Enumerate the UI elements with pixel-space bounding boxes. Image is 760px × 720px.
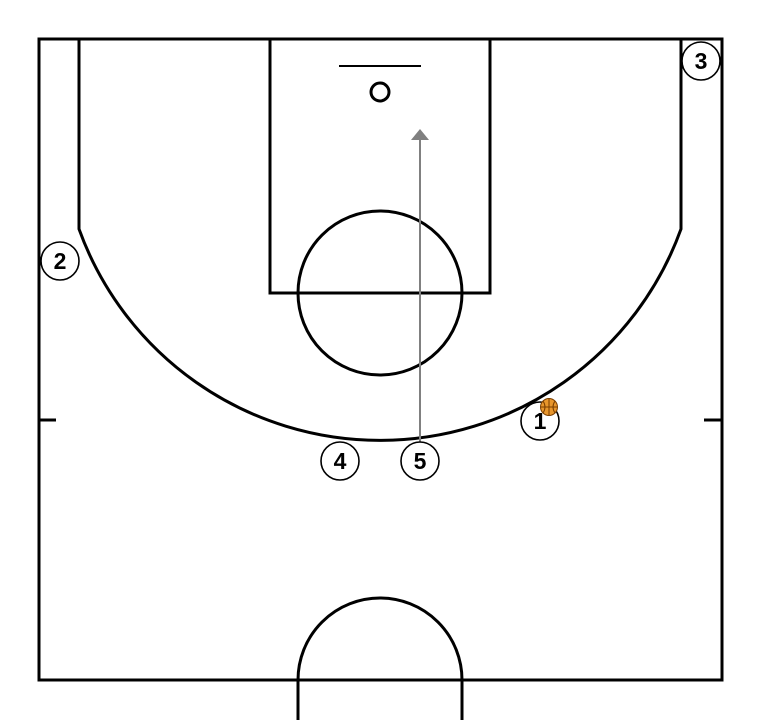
cut-arrowhead: [411, 129, 429, 140]
basketball-icon: [540, 398, 558, 416]
player-2: 2: [40, 241, 80, 281]
player-4-circle: [320, 441, 360, 481]
player-4-number: 4: [334, 448, 347, 474]
player-3-circle: [681, 41, 721, 81]
player-5: 5: [400, 441, 440, 481]
player-4: 4: [320, 441, 360, 481]
player-3: 3: [681, 41, 721, 81]
ball-seams: [540, 398, 558, 416]
player-2-number: 2: [54, 248, 67, 274]
player-2-circle: [40, 241, 80, 281]
player-1-number: 1: [534, 408, 547, 434]
three-point-line: [77, 39, 683, 442]
court-boundary: [37, 37, 724, 682]
center-circle: [296, 596, 464, 720]
key-area: [268, 37, 492, 295]
player-5-number: 5: [414, 448, 427, 474]
player-5-circle: [400, 441, 440, 481]
free-throw-circle: [296, 209, 464, 377]
player-3-number: 3: [695, 48, 708, 74]
hoop: [369, 81, 391, 103]
